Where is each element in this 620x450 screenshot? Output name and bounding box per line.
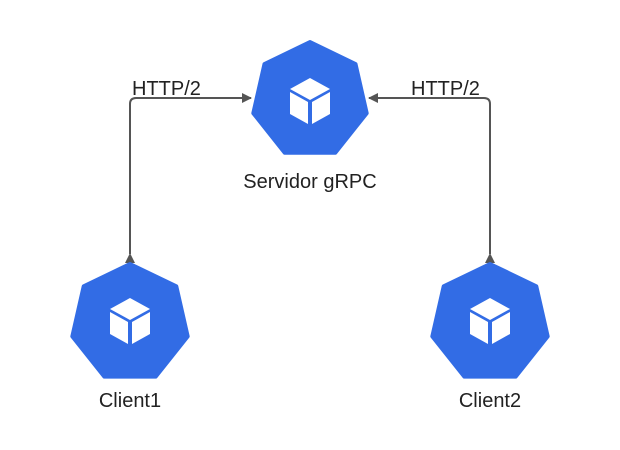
edge-right: HTTP/2 [368, 78, 495, 263]
client1-heptagon [70, 262, 190, 379]
edge-left-label: HTTP/2 [132, 78, 201, 100]
client1-label: Client1 [99, 390, 161, 412]
edge-left: HTTP/2 [125, 78, 252, 263]
server-label: Servidor gRPC [243, 171, 376, 193]
client2-heptagon [430, 262, 550, 379]
edge-right-line [368, 93, 495, 263]
client2-label: Client2 [459, 390, 521, 412]
server-node[interactable]: Servidor gRPC [243, 40, 377, 193]
client1-node[interactable]: Client1 [70, 262, 190, 412]
edge-left-line [125, 93, 252, 263]
edge-right-label: HTTP/2 [411, 78, 480, 100]
client2-node[interactable]: Client2 [430, 262, 550, 412]
